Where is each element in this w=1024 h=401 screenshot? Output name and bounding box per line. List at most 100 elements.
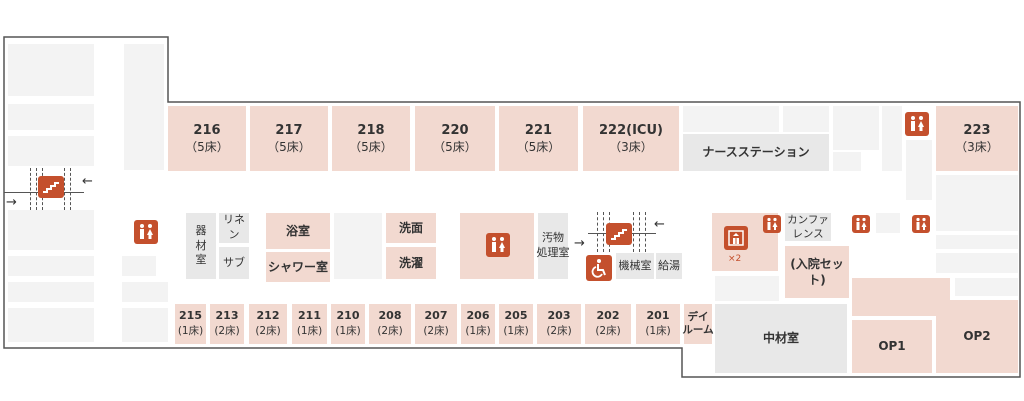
arrow-left-icon: ← xyxy=(654,217,665,232)
nurse-station-block xyxy=(683,106,779,132)
left-block xyxy=(124,44,164,170)
stair-line xyxy=(30,168,31,210)
conference-room: カンファ レンス xyxy=(785,213,831,241)
room-beds: (2床) xyxy=(546,325,572,338)
room-number: 212 xyxy=(256,309,280,323)
room-beds: (2床) xyxy=(595,325,621,338)
toilet-icon xyxy=(486,233,510,257)
shower-room: シャワー室 xyxy=(266,252,330,282)
stair-line xyxy=(639,212,640,252)
room-number: 215 xyxy=(179,309,202,323)
patient-room: 206 (1床) xyxy=(461,304,495,344)
patient-room: 217 （5床） xyxy=(250,106,328,171)
wheelchair-icon xyxy=(586,255,612,281)
patient-room: 202 (2床) xyxy=(585,304,631,344)
toilet-icon xyxy=(763,215,781,233)
patient-room: 215 (1床) xyxy=(175,304,206,344)
stair-line xyxy=(70,168,71,210)
toilet-icon xyxy=(134,220,158,244)
nurse-station-block xyxy=(833,152,861,171)
stair-line xyxy=(633,212,634,252)
side-block xyxy=(906,140,932,200)
operating-room-2: OP2 xyxy=(936,300,1018,373)
room-beds: (2床) xyxy=(377,325,403,338)
room-number: 217 xyxy=(275,122,303,138)
patient-room: 221 （5床） xyxy=(499,106,578,171)
stairs-icon xyxy=(38,176,64,198)
left-block xyxy=(8,308,94,342)
room-number: 205 xyxy=(504,309,528,323)
small-block xyxy=(876,213,900,233)
patient-room: 213 (2床) xyxy=(210,304,244,344)
stair-line xyxy=(645,212,646,252)
room-number: 203 xyxy=(547,309,571,323)
stair-line xyxy=(36,168,37,210)
nurse-station-block xyxy=(882,106,902,171)
dirty-utility-room: 汚物 処理室 xyxy=(537,213,570,279)
arrow-right-icon: → xyxy=(574,236,585,251)
room-beds: (1床) xyxy=(177,325,204,338)
room-number: 221 xyxy=(524,122,553,138)
patient-room: 208 (2床) xyxy=(369,304,411,344)
stair-line xyxy=(64,168,65,210)
admission-set-room: (入院セット) xyxy=(785,246,849,298)
nurse-station: ナースステーション xyxy=(683,134,829,171)
arrow-right-icon: → xyxy=(6,195,17,210)
nurse-station-block xyxy=(783,106,829,132)
room-beds: (2床) xyxy=(423,325,449,338)
left-block xyxy=(8,282,94,302)
left-block xyxy=(8,104,94,130)
room-number: 216 xyxy=(193,122,221,138)
stair-line xyxy=(597,212,598,252)
nurse-station-block xyxy=(833,106,879,150)
patient-room: 210 (1床) xyxy=(331,304,365,344)
left-block xyxy=(8,210,94,250)
day-room: デイ ルーム xyxy=(682,304,714,344)
left-block xyxy=(122,256,156,276)
room-beds: (1床) xyxy=(296,325,323,338)
left-block xyxy=(8,136,94,166)
room-beds: (1床) xyxy=(503,325,529,338)
room-number: 201 xyxy=(646,309,670,323)
patient-room: 201 (1床) xyxy=(636,304,680,344)
room-number: 210 xyxy=(336,309,360,323)
island-block xyxy=(334,213,382,279)
patient-room: 223 （3床） xyxy=(936,106,1018,171)
room-number: 202 xyxy=(596,309,620,323)
toilet-icon xyxy=(852,215,870,233)
room-beds: (1床) xyxy=(335,325,361,338)
elevator-count: ×2 xyxy=(728,254,742,264)
right-block xyxy=(955,278,1018,296)
room-beds: （5床） xyxy=(267,140,311,155)
stairs-icon xyxy=(606,223,632,245)
washroom: 洗面 xyxy=(386,213,436,243)
linen-room: リネン xyxy=(219,213,249,243)
patient-room: 203 (2床) xyxy=(537,304,581,344)
left-block xyxy=(122,282,168,302)
patient-room: 205 (1床) xyxy=(499,304,533,344)
patient-room: 212 (2床) xyxy=(249,304,287,344)
elevator-icon xyxy=(724,226,748,250)
left-block xyxy=(8,256,94,276)
central-supply-room: 中材室 xyxy=(715,304,847,373)
room-number: 213 xyxy=(215,309,239,323)
patient-room: 220 （5床） xyxy=(415,106,495,171)
room-beds: （5床） xyxy=(433,140,477,155)
bathroom: 浴室 xyxy=(266,213,330,249)
patient-room: 207 (2床) xyxy=(415,304,457,344)
patient-room: 218 （5床） xyxy=(332,106,410,171)
left-block xyxy=(122,308,168,342)
room-beds: （3床） xyxy=(609,140,653,155)
utensil-room: 器 材 室 xyxy=(186,213,216,279)
room-beds: (2床) xyxy=(255,325,281,338)
op-anteroom xyxy=(852,278,950,316)
room-number: 222(ICU) xyxy=(599,122,663,138)
room-beds: (1床) xyxy=(465,325,491,338)
right-block xyxy=(936,253,1018,273)
left-block xyxy=(8,44,94,96)
toilet-icon xyxy=(912,215,930,233)
toilet-icon xyxy=(905,112,929,136)
lower-block xyxy=(715,276,779,301)
room-number: 211 xyxy=(298,309,321,323)
